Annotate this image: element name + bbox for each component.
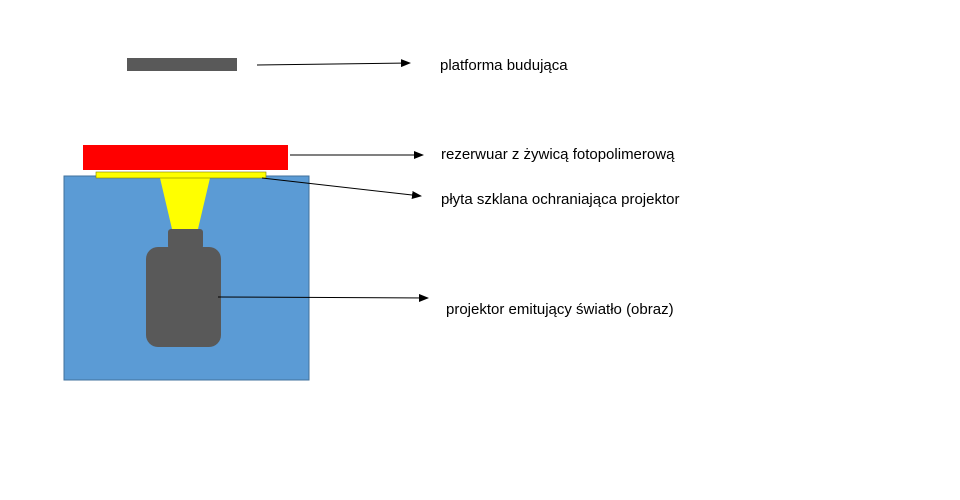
projector-lens: [168, 229, 203, 249]
label-reservoir: rezerwuar z żywicą fotopolimerową: [441, 146, 675, 163]
label-projector: projektor emitujący światło (obraz): [446, 301, 674, 318]
resin-reservoir: [83, 145, 288, 170]
label-platform: platforma budująca: [440, 57, 568, 74]
projector-body: [146, 247, 221, 347]
label-glass: płyta szklana ochraniająca projektor: [441, 191, 679, 208]
arrow-projector: [217, 293, 429, 302]
glass-plate: [95, 171, 267, 179]
light-beam: [160, 178, 210, 229]
arrow-glass: [261, 177, 422, 199]
arrow-platform: [256, 59, 411, 68]
build-platform: [127, 58, 237, 71]
